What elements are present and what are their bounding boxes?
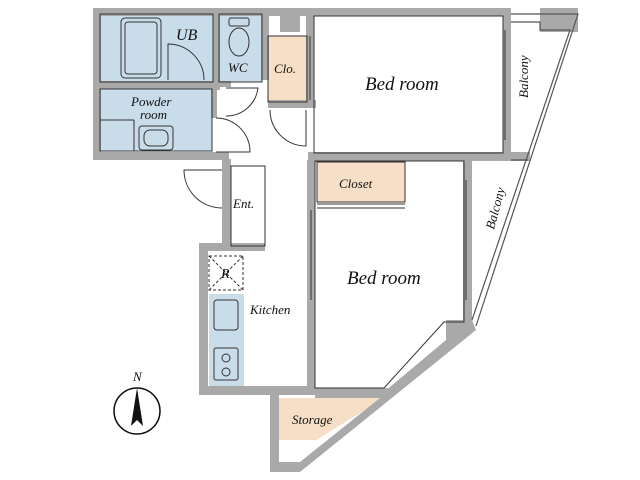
label-bedroom-north: Bed room bbox=[365, 74, 439, 95]
ub-outline bbox=[99, 13, 214, 83]
closet-small-fill bbox=[268, 36, 307, 102]
toilet-tank-icon bbox=[228, 17, 250, 27]
wall-diagonal bbox=[270, 320, 476, 472]
wall-top bbox=[93, 8, 511, 16]
wall-bath-bottom bbox=[93, 152, 229, 160]
wall-powder-right bbox=[211, 88, 217, 118]
closet-large-fill bbox=[317, 162, 405, 202]
bathtub-inner-icon bbox=[124, 21, 158, 75]
wall-bed-south-right bbox=[463, 160, 472, 322]
fixtures bbox=[100, 17, 506, 381]
washbasin-icon bbox=[138, 125, 174, 151]
bathtub-icon bbox=[120, 17, 162, 79]
hall-door-icon bbox=[269, 109, 307, 147]
label-entrance: Ent. bbox=[232, 196, 254, 211]
label-balcony-north: Balcony bbox=[516, 55, 531, 98]
wall-bed-north-bottom bbox=[308, 152, 530, 161]
label-clo: Clo. bbox=[274, 61, 296, 76]
label-wc: WC bbox=[228, 60, 248, 75]
wc-door-icon bbox=[225, 87, 259, 117]
toilet-bowl-icon bbox=[228, 27, 250, 57]
entrance-door-icon bbox=[183, 169, 223, 209]
walls bbox=[93, 8, 578, 472]
refrigerator-cross1-icon bbox=[208, 255, 244, 291]
powder-door-icon bbox=[215, 117, 251, 153]
bedroom-south-outline bbox=[314, 160, 465, 389]
room-fills bbox=[100, 14, 405, 440]
kitchen-sink-icon bbox=[213, 299, 239, 331]
stove-icon bbox=[213, 347, 239, 381]
compass-needle-icon bbox=[131, 388, 143, 426]
compass: N bbox=[113, 369, 161, 435]
label-refrigerator: R bbox=[220, 267, 230, 282]
balcony-rail-inner bbox=[471, 21, 571, 321]
label-storage: Storage bbox=[292, 412, 333, 427]
outlines bbox=[99, 13, 504, 389]
label-bedroom-south: Bed room bbox=[347, 268, 421, 289]
wall-clo-nub bbox=[280, 14, 300, 32]
burner2-icon bbox=[221, 367, 231, 377]
balcony bbox=[471, 13, 579, 327]
refrigerator-icon bbox=[208, 255, 244, 291]
compass-label: N bbox=[132, 369, 143, 384]
wall-storage-left bbox=[270, 392, 279, 472]
wc-fill bbox=[219, 14, 262, 82]
entrance-frame bbox=[230, 165, 266, 247]
closet-outline bbox=[316, 161, 406, 203]
label-powder-1: Powder bbox=[130, 94, 172, 109]
wall-kitchen-bottom bbox=[199, 386, 311, 395]
wall-ent-left bbox=[222, 159, 231, 246]
wall-balcony-corner bbox=[540, 8, 578, 32]
wall-bed-north-right bbox=[503, 8, 511, 160]
balcony-rail-outer bbox=[475, 13, 579, 327]
wall-kitchen-top bbox=[199, 243, 265, 251]
labels: UB WC Clo. Bed room Balcony Powder room … bbox=[130, 27, 531, 427]
wall-wc-bottom bbox=[219, 81, 231, 87]
label-powder-2: room bbox=[140, 107, 167, 122]
storage-fill bbox=[278, 398, 385, 440]
wc-outline bbox=[218, 13, 263, 83]
burner1-icon bbox=[221, 353, 231, 363]
bedroom-north-outline bbox=[313, 15, 504, 154]
refrigerator-cross2-icon bbox=[208, 255, 244, 291]
label-closet-large: Closet bbox=[339, 176, 373, 191]
ub-door-icon bbox=[167, 43, 205, 81]
label-kitchen: Kitchen bbox=[249, 302, 290, 317]
wall-storage-top bbox=[310, 388, 388, 394]
wall-ub-powder bbox=[93, 81, 214, 89]
label-ub: UB bbox=[176, 27, 198, 44]
clo-outline bbox=[267, 35, 308, 103]
wall-kitchen-left bbox=[199, 244, 208, 394]
washbasin-inner-icon bbox=[143, 129, 169, 147]
wall-wc-clo bbox=[261, 8, 269, 80]
wall-ub-wc bbox=[213, 8, 220, 90]
wall-clo-bottom bbox=[268, 100, 316, 108]
